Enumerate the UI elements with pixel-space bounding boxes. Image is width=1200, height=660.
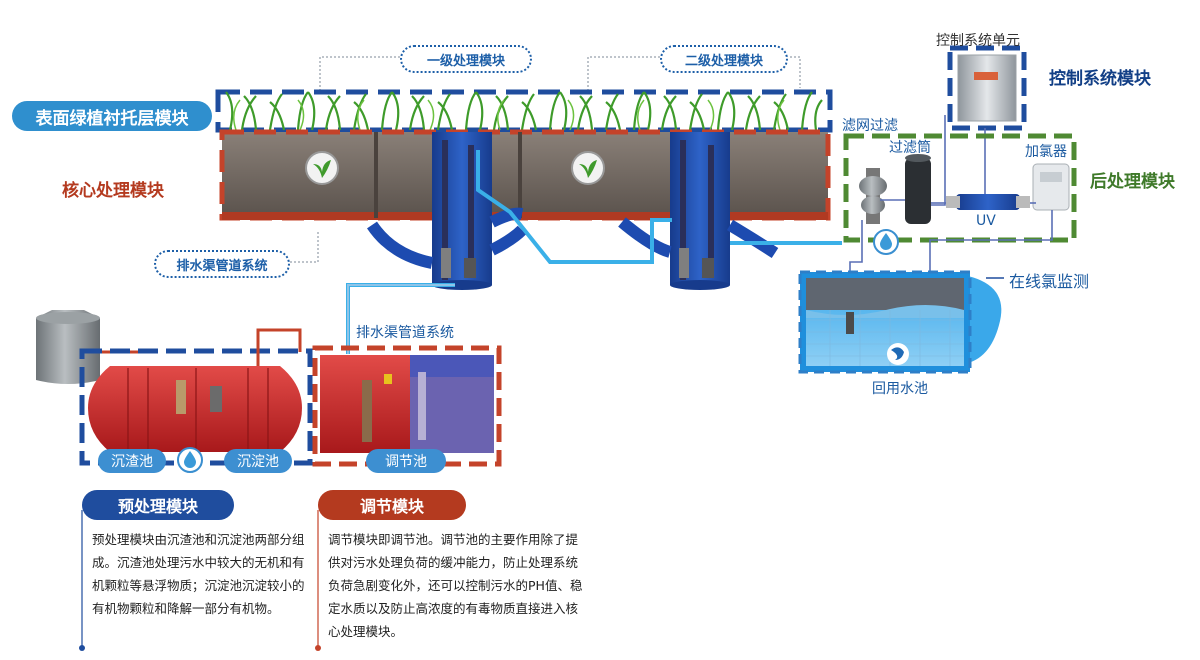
uv-device [946,194,1030,210]
surface-layer-module-label: 表面绿植衬托层模块 [12,101,212,131]
level2-module-label: 二级处理模块 [660,45,788,73]
reuse-pool [798,270,1002,374]
water-drop-icon-2 [177,447,203,473]
regulation-description: 调节模块即调节池。调节池的主要作用除了提供对污水处理负荷的缓冲能力，防止处理系统… [328,532,583,639]
regulation-title: 调节模块 [318,490,466,520]
control-unit-label: 控制系统单元 [936,33,1020,49]
control-cabinet [957,54,1017,122]
filter-cartridge-label: 过滤筒 [889,140,931,156]
settling-pool-1-label: 沉渣池 [98,449,166,473]
regulating-tank [320,355,494,453]
grass-layer [225,91,823,131]
post-module-label: 后处理模块 [1090,172,1175,192]
core-module-label: 核心处理模块 [62,181,164,201]
online-chlorine-label: 在线氯监测 [1009,272,1090,291]
settling-pool-2-label: 沉淀池 [224,449,292,473]
filter-cartridge-device [905,154,931,224]
treatment-column-2 [618,132,779,290]
chlorinator-label: 加氯器 [1025,144,1067,160]
pretreatment-title: 预处理模块 [82,490,234,520]
leader-lines [290,56,801,263]
surface-module-frame [215,89,833,133]
screen-filter-label: 滤网过滤 [842,118,898,134]
drain-system-mid-label: 排水渠管道系统 [356,325,454,341]
reuse-pool-label: 回用水池 [872,381,928,397]
leaf-emblem-icon-1 [305,151,339,185]
drain-system-top-label: 排水渠管道系统 [154,250,290,278]
uv-label: UV [976,213,996,229]
pretreatment-description: 预处理模块由沉渣池和沉淀池两部分组成。沉渣池处理污水中较大的无机和有机颗粒等悬浮… [92,532,305,616]
screen-filter-device [859,168,887,224]
leaf-emblem-icon-2 [571,151,605,185]
control-module-label: 控制系统模块 [1049,69,1151,89]
septic-tank [88,366,302,452]
regulating-pool-label: 调节池 [366,449,446,473]
level1-module-label: 一级处理模块 [400,45,532,73]
chlorinator-device [1032,163,1070,211]
water-drop-icon [873,229,899,255]
